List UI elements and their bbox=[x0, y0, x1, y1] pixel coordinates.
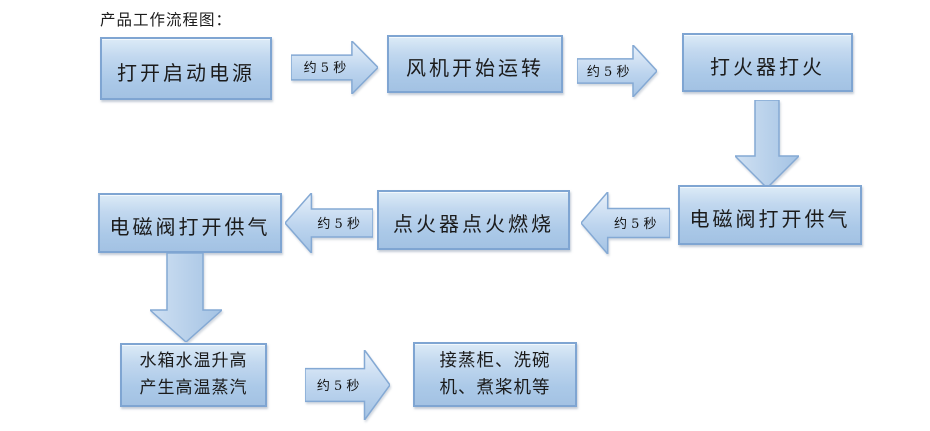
down-arrow-icon bbox=[735, 100, 799, 188]
flow-step-ignite-burn: 点火器点火燃烧 bbox=[377, 190, 570, 250]
flow-arrow-4: 约 5 秒 bbox=[581, 192, 670, 254]
flow-step-label: 打开启动电源 bbox=[117, 60, 255, 85]
flow-step-power-on: 打开启动电源 bbox=[100, 37, 272, 100]
arrow-label: 约 5 秒 bbox=[614, 216, 657, 232]
flow-step-label: 风机开始运转 bbox=[406, 56, 544, 80]
flow-step-line2: 产生高温蒸汽 bbox=[139, 378, 248, 398]
left-arrow-icon bbox=[581, 192, 670, 254]
flow-arrow-1: 约 5 秒 bbox=[291, 41, 378, 94]
left-arrow-icon bbox=[285, 193, 373, 253]
flow-arrow-6-down bbox=[150, 253, 222, 342]
flow-step-line1: 水箱水温升高 bbox=[139, 351, 248, 371]
right-arrow-icon bbox=[291, 41, 378, 94]
flow-step-fan-start: 风机开始运转 bbox=[387, 35, 563, 93]
flow-step-line2: 机、煮桨机等 bbox=[439, 377, 551, 398]
flow-step-line1: 接蒸柜、洗碗 bbox=[439, 350, 551, 371]
flow-step-igniter-fire: 打火器打火 bbox=[682, 33, 853, 92]
flow-arrow-3-down bbox=[735, 100, 799, 188]
diagram-title: 产品工作流程图： bbox=[100, 11, 233, 29]
flow-step-water-heat: 水箱水温升高 产生高温蒸汽 bbox=[120, 343, 267, 407]
flow-step-label: 打火器打火 bbox=[710, 54, 825, 79]
arrow-label: 约 5 秒 bbox=[303, 61, 347, 77]
flow-arrow-2: 约 5 秒 bbox=[577, 45, 657, 97]
flow-step-solenoid-open-left: 电磁阀打开供气 bbox=[98, 193, 282, 253]
flow-step-label: 点火器点火燃烧 bbox=[393, 212, 554, 236]
down-arrow-icon bbox=[150, 253, 222, 342]
flow-step-connect-appliances: 接蒸柜、洗碗 机、煮桨机等 bbox=[413, 342, 577, 407]
flow-arrow-5: 约 5 秒 bbox=[285, 193, 373, 253]
flow-arrow-7: 约 5 秒 bbox=[305, 350, 390, 420]
flow-step-label: 电磁阀打开供气 bbox=[689, 207, 851, 231]
flow-step-label: 电磁阀打开供气 bbox=[109, 215, 271, 239]
flow-step-solenoid-open-right: 电磁阀打开供气 bbox=[678, 185, 862, 245]
arrow-label: 约 5 秒 bbox=[317, 216, 360, 232]
right-arrow-icon bbox=[305, 350, 390, 420]
arrow-label: 约 5 秒 bbox=[586, 64, 630, 80]
arrow-label: 约 5 秒 bbox=[316, 378, 360, 394]
right-arrow-icon bbox=[577, 45, 657, 97]
